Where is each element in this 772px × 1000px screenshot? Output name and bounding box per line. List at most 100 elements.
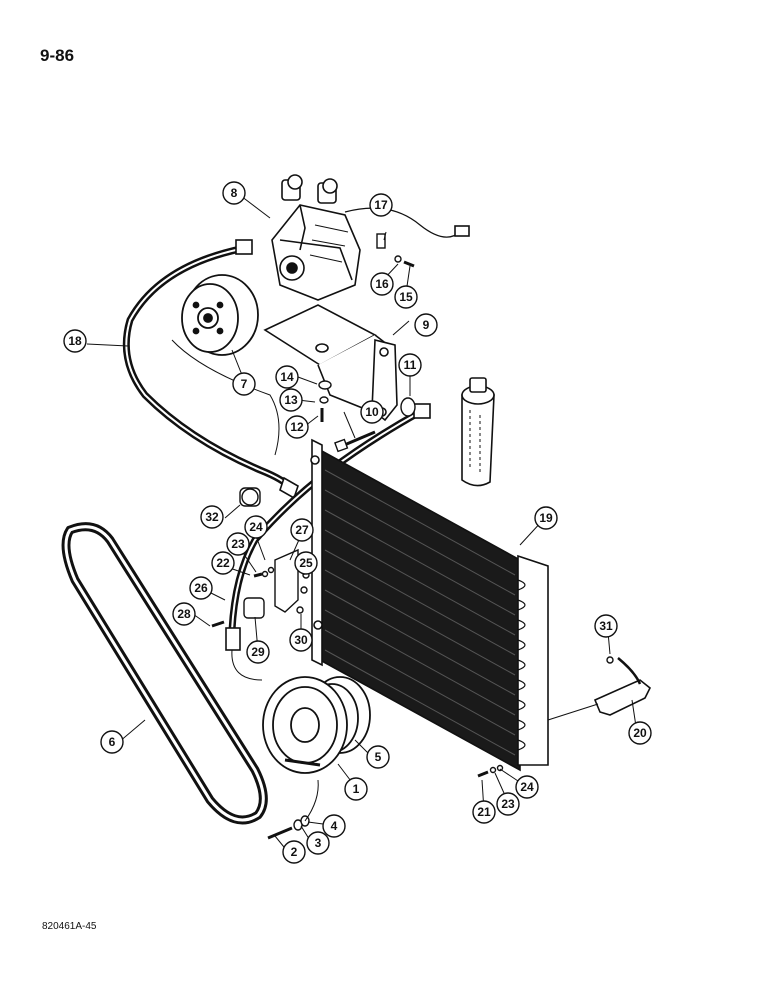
callout-circle	[226, 532, 250, 556]
callout-circle	[279, 388, 303, 412]
callout-26: 26	[189, 576, 213, 600]
callout-number: 26	[194, 581, 208, 595]
compressor	[271, 174, 470, 301]
pulley	[262, 676, 371, 774]
callout-circle	[534, 506, 558, 530]
callout-circle	[369, 193, 393, 217]
callout-8: 8	[222, 181, 246, 205]
callout-number: 23	[231, 537, 245, 551]
callout-circle	[414, 313, 438, 337]
callout-number: 9	[423, 318, 430, 332]
callout-number: 27	[295, 523, 309, 537]
condenser	[310, 438, 549, 772]
callout-15: 15	[394, 285, 418, 309]
callout-28: 28	[172, 602, 196, 626]
callout-27: 27	[290, 518, 314, 542]
figure-code: 820461A-45	[42, 921, 97, 932]
callout-24: 24	[515, 775, 539, 799]
callout-circle	[496, 792, 520, 816]
callout-circle	[344, 777, 368, 801]
callout-number: 15	[399, 290, 413, 304]
callout-circle	[211, 551, 235, 575]
drive-belt	[61, 522, 268, 825]
callout-circle	[472, 800, 496, 824]
callout-number: 24	[249, 520, 263, 534]
callout-number: 14	[280, 370, 294, 384]
callout-number: 28	[177, 607, 191, 621]
liquid-hose	[225, 403, 431, 681]
callout-circle	[172, 602, 196, 626]
callout-number: 1	[353, 782, 360, 796]
callout-number: 25	[299, 556, 313, 570]
callout-number: 21	[477, 805, 491, 819]
callout-number: 8	[231, 186, 238, 200]
receiver-drier	[461, 377, 495, 487]
callout-5: 5	[366, 745, 390, 769]
callout-3: 3	[306, 831, 330, 855]
callout-9: 9	[414, 313, 438, 337]
callout-6: 6	[100, 730, 124, 754]
callout-12: 12	[285, 415, 309, 439]
callout-circle	[394, 285, 418, 309]
callout-13: 13	[279, 388, 303, 412]
callout-number: 22	[216, 556, 230, 570]
callout-circle	[285, 415, 309, 439]
callout-number: 6	[109, 735, 116, 749]
callout-circle	[306, 831, 330, 855]
callout-circle	[628, 721, 652, 745]
callout-number: 2	[291, 845, 298, 859]
callout-circle	[322, 814, 346, 838]
callout-circle	[289, 628, 313, 652]
callout-19: 19	[534, 506, 558, 530]
callout-25: 25	[294, 551, 318, 575]
callout-number: 19	[539, 511, 553, 525]
callout-circle	[398, 353, 422, 377]
callout-number: 11	[404, 358, 417, 372]
callout-circle	[100, 730, 124, 754]
callout-number: 17	[374, 198, 388, 212]
callout-32: 32	[200, 505, 224, 529]
callout-30: 30	[289, 628, 313, 652]
callout-circle	[222, 181, 246, 205]
callout-circle	[366, 745, 390, 769]
callout-number: 31	[599, 619, 613, 633]
callout-21: 21	[472, 800, 496, 824]
page-number: 9-86	[40, 46, 75, 65]
callout-23: 23	[226, 532, 250, 556]
callout-17: 17	[369, 193, 393, 217]
callout-23: 23	[496, 792, 520, 816]
callout-11: 11	[398, 353, 422, 377]
callout-circle	[63, 329, 87, 353]
callout-circle	[290, 518, 314, 542]
callout-circle	[360, 400, 384, 424]
callout-circle	[294, 551, 318, 575]
callout-circle	[200, 505, 224, 529]
fasteners	[211, 233, 614, 840]
callout-number: 24	[520, 780, 534, 794]
callout-number: 5	[375, 750, 382, 764]
callout-29: 29	[246, 640, 270, 664]
callout-number: 3	[315, 836, 322, 850]
callout-number: 30	[294, 633, 308, 647]
callout-circle	[594, 614, 618, 638]
callout-number: 29	[251, 645, 265, 659]
callout-number: 13	[284, 393, 298, 407]
callout-1: 1	[344, 777, 368, 801]
callout-circle	[282, 840, 306, 864]
callout-circle	[244, 515, 268, 539]
discharge-hose	[122, 239, 299, 500]
callout-10: 10	[360, 400, 384, 424]
condenser-bracket	[547, 657, 652, 721]
callout-18: 18	[63, 329, 87, 353]
callout-number: 20	[633, 726, 647, 740]
callout-number: 18	[68, 334, 82, 348]
callout-circle	[370, 272, 394, 296]
callout-circle	[189, 576, 213, 600]
callout-number: 16	[375, 277, 389, 291]
callout-20: 20	[628, 721, 652, 745]
callout-14: 14	[275, 365, 299, 389]
callout-number: 32	[205, 510, 219, 524]
callout-circle	[275, 365, 299, 389]
callout-24: 24	[244, 515, 268, 539]
